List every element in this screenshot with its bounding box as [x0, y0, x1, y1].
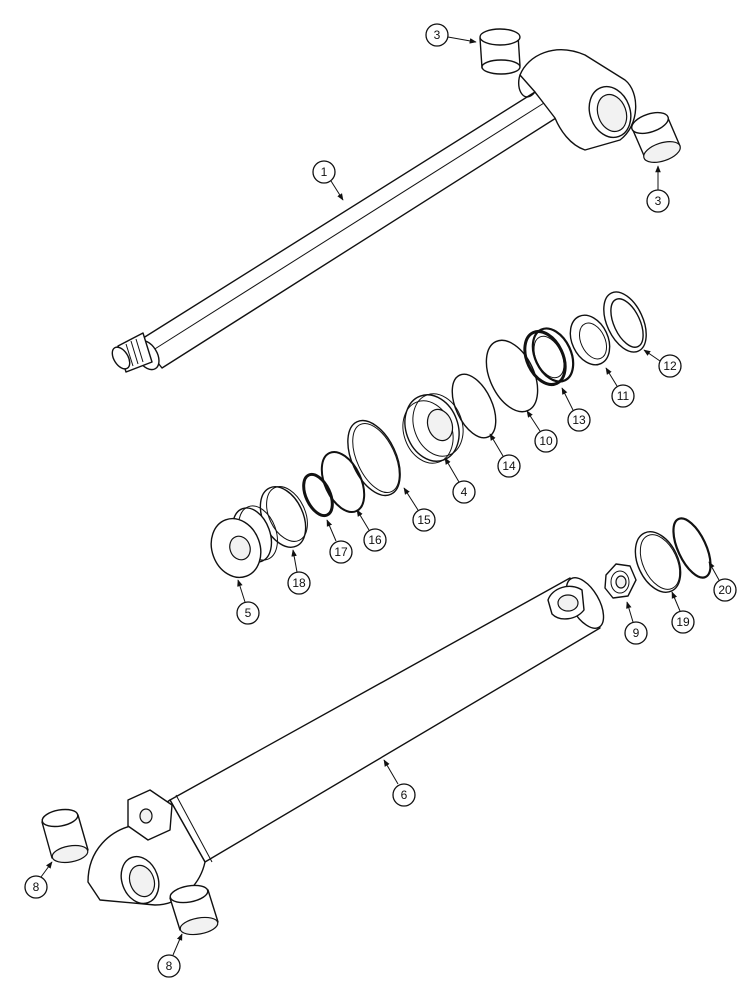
callout-12: 12: [643, 349, 682, 378]
bushing-barrel-left: [41, 808, 89, 864]
bushing-right: [631, 111, 681, 163]
callout-8a: 8: [24, 861, 53, 899]
callout-15-label: 15: [417, 513, 431, 527]
callout-9: 9: [624, 601, 648, 645]
bushing-barrel-right: [169, 884, 219, 936]
rod-seal: [523, 327, 575, 386]
callout-20-label: 20: [718, 583, 732, 597]
callout-3a-label: 3: [434, 28, 441, 42]
retaining-ring: [603, 291, 647, 353]
callout-5: 5: [236, 579, 260, 625]
callout-1-label: 1: [321, 165, 328, 179]
backup-ring-17: [302, 472, 334, 518]
callout-3a: 3: [425, 23, 477, 47]
callout-14: 14: [489, 433, 521, 478]
callout-18-label: 18: [292, 576, 306, 590]
backup-ring-14: [451, 373, 497, 439]
callout-8b-label: 8: [166, 959, 173, 973]
callout-15: 15: [403, 487, 436, 532]
callout-11: 11: [605, 367, 635, 408]
callout-3b-label: 3: [655, 194, 662, 208]
callout-17-label: 17: [334, 545, 348, 559]
lock-nut: [604, 563, 637, 599]
callout-10: 10: [526, 410, 558, 453]
callout-4: 4: [444, 457, 476, 504]
callout-16-label: 16: [368, 533, 382, 547]
callout-16: 16: [356, 509, 387, 552]
cylinder-barrel: [87, 577, 605, 906]
callout-12-label: 12: [663, 359, 677, 373]
callout-20: 20: [708, 561, 737, 602]
callout-19: 19: [671, 591, 695, 634]
callout-8a-label: 8: [33, 880, 40, 894]
gland: [402, 393, 464, 464]
callout-13-label: 13: [572, 413, 586, 427]
callout-13: 13: [561, 387, 591, 432]
callout-18: 18: [287, 549, 311, 595]
callout-10-label: 10: [539, 434, 553, 448]
piston: [210, 505, 278, 579]
o-ring-16: [320, 451, 366, 513]
bushing-top-left: [479, 28, 521, 75]
callout-4-label: 4: [461, 485, 468, 499]
callout-17: 17: [326, 519, 353, 564]
wiper-seal: [569, 314, 611, 366]
callout-14-label: 14: [502, 459, 516, 473]
callout-11-label: 11: [617, 389, 630, 403]
o-ring-19: [634, 531, 682, 593]
o-ring-20: [672, 517, 712, 579]
callout-8b: 8: [157, 933, 183, 978]
callout-1: 1: [312, 160, 344, 201]
callout-3b: 3: [646, 165, 670, 213]
callout-9-label: 9: [633, 626, 640, 640]
callout-5-label: 5: [245, 606, 252, 620]
callout-19-label: 19: [676, 615, 690, 629]
callout-6: 6: [383, 759, 416, 807]
callout-6-label: 6: [401, 788, 408, 802]
o-ring-15: [347, 419, 401, 497]
piston-rod: [111, 49, 637, 373]
